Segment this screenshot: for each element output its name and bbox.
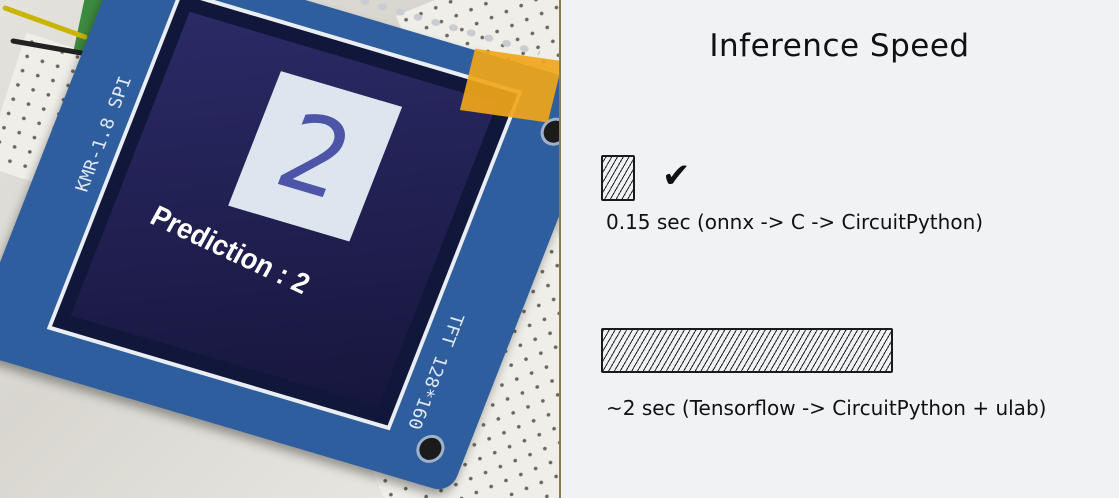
- divider-line: [559, 0, 561, 498]
- screen-bezel: 2 Prediction : 2: [46, 0, 523, 431]
- bar-label-tensorflow-ulab: ~2 sec (Tensorflow -> CircuitPython + ul…: [606, 396, 1047, 420]
- tft-display-board: KMR-1.8 SPI TFT 128*160 2 Prediction : 2: [0, 0, 559, 494]
- check-mark-icon: ✔: [662, 156, 691, 196]
- protective-tape: [459, 48, 559, 123]
- input-digit-image: 2: [228, 71, 403, 242]
- wire-yellow: [1, 4, 89, 41]
- chart-title: Inference Speed: [709, 28, 970, 64]
- mount-hole: [412, 431, 449, 467]
- bar-onnx-c: [601, 155, 635, 201]
- bar-label-onnx-c: 0.15 sec (onnx -> C -> CircuitPython): [606, 210, 984, 234]
- bar-tensorflow-ulab: [601, 328, 893, 373]
- device-photo: KMR-1.8 SPI TFT 128*160 2 Prediction : 2: [0, 0, 559, 498]
